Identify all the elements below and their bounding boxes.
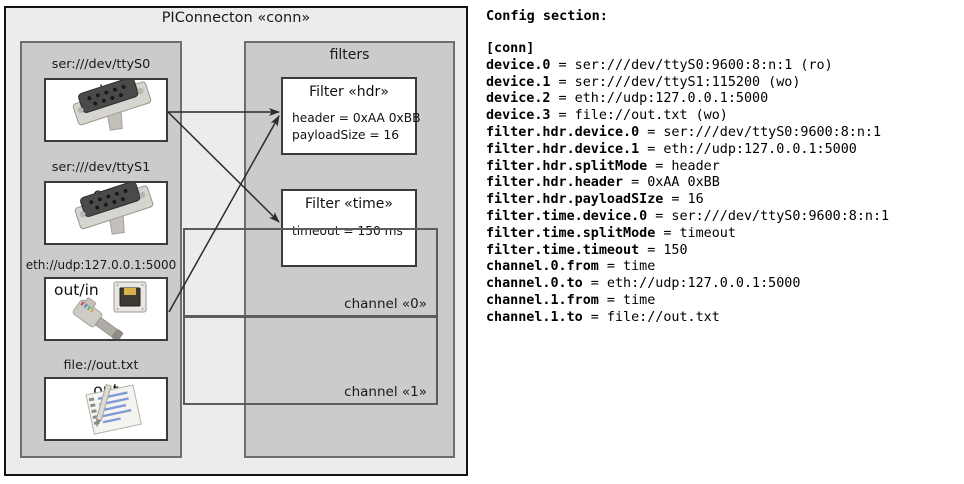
- filter-title-hdr: Filter «hdr»: [309, 84, 389, 100]
- channel-box-1[interactable]: channel «1»: [183, 316, 438, 405]
- device-label-ttys1: ser:///dev/ttyS1: [51, 160, 151, 175]
- filter-prop-header: header = 0xAA 0xBB: [292, 111, 421, 125]
- device-label-file: file://out.txt: [63, 358, 139, 373]
- channel-label-1: channel «1»: [344, 384, 427, 400]
- device-box-eth[interactable]: out/in: [44, 277, 168, 341]
- filter-prop-payloadsize: payloadSize = 16: [292, 128, 399, 142]
- config-line: filter.time.device.0 = ser:///dev/ttyS0:…: [486, 208, 890, 224]
- config-line: device.2 = eth://udp:127.0.0.1:5000: [486, 91, 769, 107]
- config-line: channel.0.to = eth://udp:127.0.0.1:5000: [486, 276, 801, 292]
- filter-box-hdr[interactable]: Filter «hdr» header = 0xAA 0xBB payloadS…: [281, 77, 421, 155]
- config-line: filter.hdr.splitMode = header: [486, 158, 720, 174]
- channel-label-0: channel «0»: [344, 296, 427, 312]
- config-line: device.1 = ser:///dev/ttyS1:115200 (wo): [486, 74, 801, 90]
- filter-title-time: Filter «time»: [305, 196, 393, 212]
- config-line: filter.hdr.header = 0xAA 0xBB: [486, 175, 720, 191]
- config-line: filter.hdr.device.0 = ser:///dev/ttyS0:9…: [486, 124, 882, 140]
- config-line: device.3 = file://out.txt (wo): [486, 108, 728, 124]
- connection-diagram: PIConnecton «conn» ser:///dev/ttyS0 in: [0, 0, 478, 484]
- config-line: channel.0.from = time: [486, 259, 656, 275]
- config-section: Config section: [conn]device.0 = ser:///…: [482, 0, 964, 484]
- device-label-eth: eth://udp:127.0.0.1:5000: [25, 258, 177, 272]
- device-label-ttys0: ser:///dev/ttyS0: [51, 57, 151, 72]
- ethernet-jack-icon: [46, 279, 166, 339]
- page-title: PIConnecton «conn»: [161, 10, 311, 26]
- config-line: filter.time.timeout = 150: [486, 242, 688, 258]
- config-line: channel.1.from = time: [486, 292, 656, 308]
- text-file-icon: [46, 379, 166, 439]
- config-line: channel.1.to = file://out.txt: [486, 309, 720, 325]
- config-heading: Config section:: [486, 8, 608, 24]
- config-line: filter.time.splitMode = timeout: [486, 225, 736, 241]
- filters-panel-title: filters: [329, 47, 370, 63]
- device-io-eth: out/in: [54, 281, 99, 299]
- config-line: device.0 = ser:///dev/ttyS0:9600:8:n:1 (…: [486, 57, 833, 73]
- filter-prop-timeout: timeout = 150 ms: [292, 224, 403, 238]
- config-line: [conn]: [486, 41, 535, 56]
- config-line: filter.hdr.payloadSIze = 16: [486, 192, 704, 208]
- config-line: filter.hdr.device.1 = eth://udp:127.0.0.…: [486, 141, 857, 157]
- serial-db9-icon: [46, 183, 166, 243]
- device-box-file[interactable]: out: [44, 377, 168, 441]
- device-box-ttys0[interactable]: in: [44, 78, 168, 142]
- serial-db9-icon: [46, 80, 166, 140]
- channel-box-0[interactable]: channel «0»: [183, 228, 438, 317]
- config-text[interactable]: [conn]device.0 = ser:///dev/ttyS0:9600:8…: [486, 41, 889, 327]
- device-box-ttys1[interactable]: out: [44, 181, 168, 245]
